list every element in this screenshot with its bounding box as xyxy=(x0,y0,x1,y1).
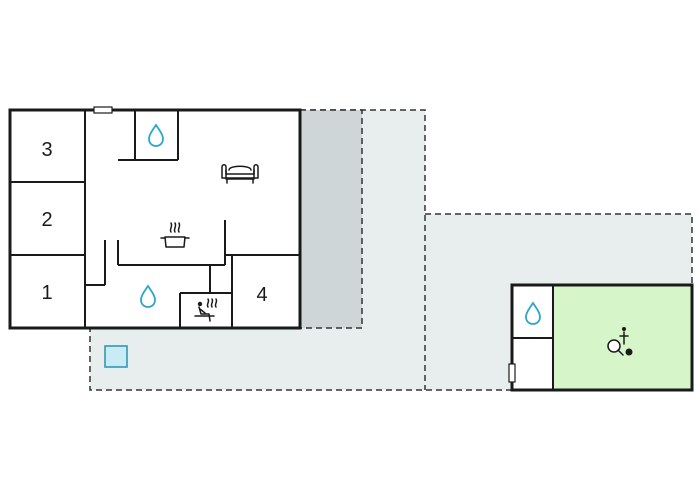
room-label-1: 1 xyxy=(41,282,52,304)
main-house xyxy=(8,106,302,330)
pool-icon xyxy=(104,345,128,368)
covered-terrace xyxy=(300,109,363,329)
window xyxy=(93,106,113,114)
water-drop-icon xyxy=(148,123,164,147)
sauna-icon xyxy=(194,298,218,322)
water-drop-icon xyxy=(525,301,541,325)
window xyxy=(508,363,516,383)
sofa-icon xyxy=(221,164,259,184)
room-label-2: 2 xyxy=(41,209,52,231)
annex-building xyxy=(508,283,694,392)
water-drop-icon xyxy=(140,284,156,308)
cooking-pot-icon xyxy=(160,222,190,248)
room-label-4: 4 xyxy=(256,284,267,306)
table-tennis-icon xyxy=(607,327,633,356)
room-label-3: 3 xyxy=(41,139,52,161)
